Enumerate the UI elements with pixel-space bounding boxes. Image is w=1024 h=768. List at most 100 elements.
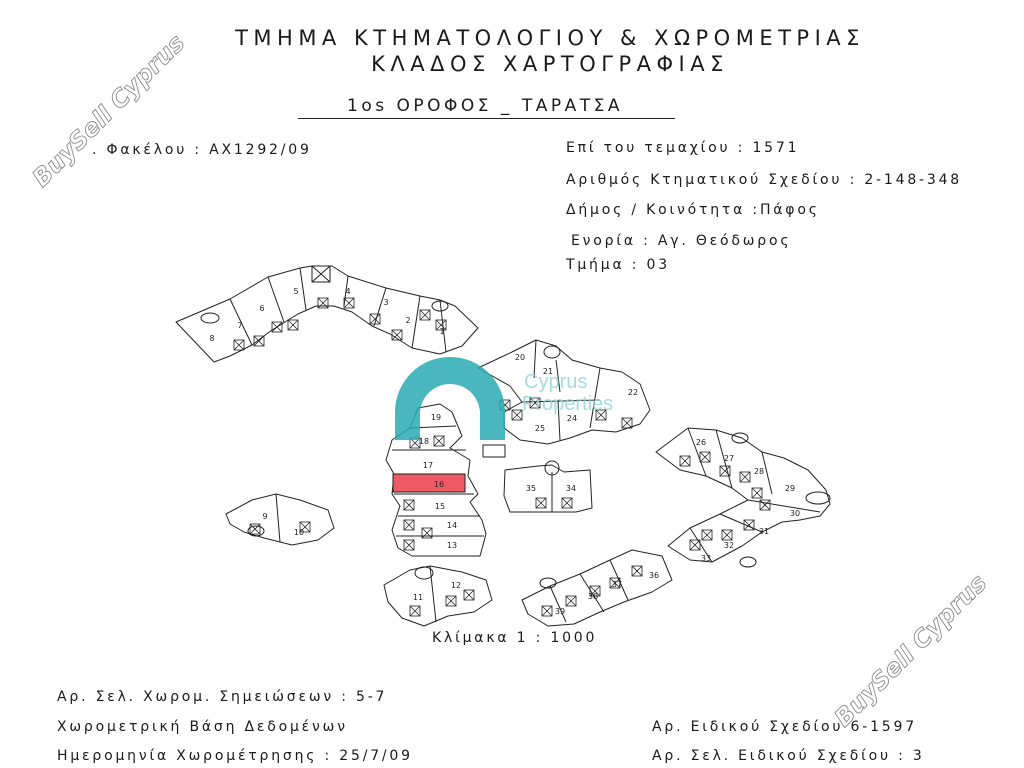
unit-label: 30 bbox=[790, 509, 800, 518]
wing-units-1-8 bbox=[175, 265, 479, 363]
branch-title: ΚΛΑΔΟΣ ΧΑΡΤΟΓΡΑΦΙΑΣ bbox=[371, 52, 729, 76]
hatch-mark bbox=[589, 585, 601, 597]
hatch-mark bbox=[689, 539, 701, 551]
hatch-mark bbox=[369, 313, 381, 325]
block-units-11-12 bbox=[383, 565, 493, 627]
plot-number: Επί του τεμαχίου : 1571 bbox=[566, 140, 800, 156]
hatch-mark bbox=[679, 455, 691, 467]
unit-label: 7 bbox=[237, 321, 242, 330]
block-units-36-39 bbox=[521, 549, 673, 627]
hatch-mark bbox=[435, 319, 447, 331]
hatch-mark bbox=[721, 529, 733, 541]
block-36-39-dividers bbox=[549, 559, 629, 623]
unit-label: 35 bbox=[526, 484, 536, 493]
unit-label: 36 bbox=[649, 571, 659, 580]
block-9-10-divider bbox=[275, 493, 281, 543]
hatch-mark bbox=[271, 321, 283, 333]
floor-underline bbox=[298, 118, 675, 119]
department-title: ΤΜΗΜΑ ΚΤΗΜΑΤΟΛΟΓΙΟΥ & ΧΩΡΟΜΕΤΡΙΑΣ bbox=[235, 26, 865, 50]
unit-label: 34 bbox=[566, 484, 576, 493]
hatch-mark bbox=[529, 397, 541, 409]
unit-label: 3 bbox=[383, 298, 388, 307]
unit-label: 26 bbox=[696, 438, 706, 447]
unit-label: 18 bbox=[419, 437, 429, 446]
unit-label: 19 bbox=[431, 413, 441, 422]
wing-units-26-33 bbox=[655, 427, 831, 563]
hatch-mark bbox=[403, 519, 415, 531]
unit-label: 13 bbox=[447, 541, 457, 550]
unit-label: 15 bbox=[435, 502, 445, 511]
municipality: Δήμος / Κοινότητα :Πάφος bbox=[566, 202, 820, 218]
unit-label: 31 bbox=[759, 527, 769, 536]
survey-database: Χωρομετρική Βάση Δεδομένων bbox=[57, 719, 348, 735]
unit-label: 28 bbox=[754, 467, 764, 476]
parish: Ενορία : Αγ. Θεόδωρος bbox=[571, 233, 792, 249]
hatch-mark bbox=[253, 335, 265, 347]
unit-label: 24 bbox=[567, 414, 577, 423]
special-plan-page: Αρ. Σελ. Ειδικού Σχεδίου : 3 bbox=[652, 748, 925, 764]
hatch-mark bbox=[445, 595, 457, 607]
hatch-marks bbox=[233, 297, 771, 617]
hatch-mark bbox=[233, 339, 245, 351]
hatch-mark bbox=[699, 451, 711, 463]
wing-1-8-dividers bbox=[229, 267, 447, 353]
hatch-mark bbox=[403, 499, 415, 511]
unit-label-highlighted: 16 bbox=[434, 480, 444, 489]
section: Τμήμα : 03 bbox=[566, 257, 670, 273]
unit-label: 14 bbox=[447, 521, 457, 530]
survey-notes-pages: Αρ. Σελ. Χωρομ. Σημειώσεων : 5-7 bbox=[57, 689, 388, 705]
unit-label: 32 bbox=[724, 541, 734, 550]
unit-label: 38 bbox=[588, 592, 598, 601]
bubble-mark bbox=[544, 460, 560, 476]
hatch-mark bbox=[409, 605, 421, 617]
floor-title: 1os ΟΡΟΦΟΣ _ ΤΑΡΑΤΣΑ bbox=[347, 96, 623, 116]
unit-label: 4 bbox=[345, 287, 350, 296]
bubble-mark bbox=[539, 577, 557, 589]
unit-label: 1 bbox=[439, 327, 444, 336]
scale-label: Κλίμακα 1 : 1000 bbox=[432, 630, 598, 646]
block-20-25-dividers bbox=[521, 339, 601, 441]
hatch-mark bbox=[403, 539, 415, 551]
bubble-mark bbox=[739, 556, 757, 568]
unit-label: 9 bbox=[262, 512, 267, 521]
bubble-mark bbox=[805, 491, 831, 505]
hatch-mark bbox=[739, 471, 751, 483]
hatch-mark bbox=[561, 497, 573, 509]
unit-label: 29 bbox=[785, 484, 795, 493]
special-plan-number: Αρ. Ειδικού Σχεδίου 6-1597 bbox=[652, 719, 917, 735]
unit-label: 12 bbox=[451, 581, 461, 590]
hatch-mark bbox=[609, 577, 621, 589]
hatch-mark bbox=[287, 319, 299, 331]
unit-label: 21 bbox=[543, 367, 553, 376]
stair-mark bbox=[311, 265, 331, 283]
wing-26-33-dividers bbox=[687, 427, 821, 563]
hatch-mark bbox=[421, 527, 433, 539]
hatch-mark bbox=[541, 605, 553, 617]
bubble-mark bbox=[414, 566, 434, 580]
unit-label: 25 bbox=[535, 424, 545, 433]
hatch-mark bbox=[759, 499, 771, 511]
unit-label: 17 bbox=[423, 461, 433, 470]
hatch-mark bbox=[621, 417, 633, 429]
small-structure bbox=[482, 444, 506, 458]
unit-label: 33 bbox=[701, 554, 711, 563]
unit-labels: 1234567891011121314151617181920212224252… bbox=[209, 287, 800, 616]
unit-label: 22 bbox=[628, 388, 638, 397]
hatch-mark bbox=[743, 519, 755, 531]
unit-label: 2 bbox=[405, 316, 410, 325]
highlighted-unit-16 bbox=[392, 473, 466, 493]
unit-label: 27 bbox=[724, 454, 734, 463]
hatch-mark bbox=[595, 409, 607, 421]
hatch-mark bbox=[511, 409, 523, 421]
hatch-mark bbox=[751, 487, 763, 499]
unit-label: 6 bbox=[259, 304, 264, 313]
bubble-mark bbox=[731, 432, 749, 444]
block-11-12-divider bbox=[429, 565, 437, 623]
block-units-34-35 bbox=[503, 464, 593, 513]
bubble-mark bbox=[247, 525, 265, 537]
hatch-mark bbox=[499, 399, 511, 411]
unit-label: 20 bbox=[515, 353, 525, 362]
file-number: . Φακέλου : ΑΧ1292/09 bbox=[92, 142, 312, 158]
hatch-mark bbox=[631, 565, 643, 577]
